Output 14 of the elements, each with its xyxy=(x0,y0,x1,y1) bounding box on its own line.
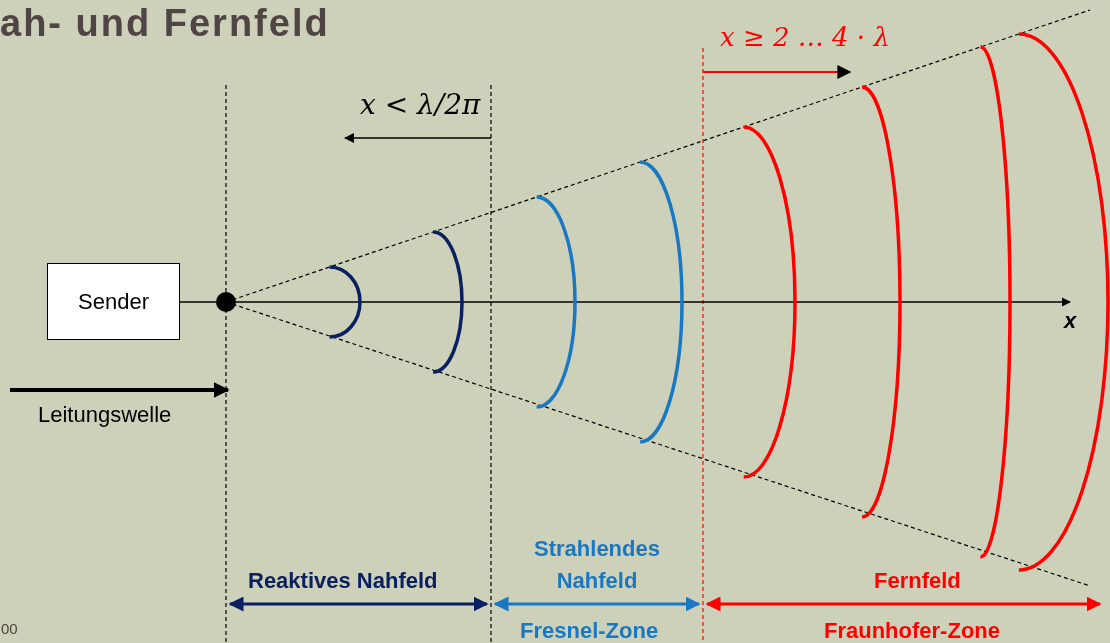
axis-label: x xyxy=(1064,308,1077,334)
zone-label: Fresnel-Zone xyxy=(520,618,659,643)
page-number: 00 xyxy=(1,620,18,637)
zone-label: Reaktives Nahfeld xyxy=(248,568,438,594)
source-dot xyxy=(216,292,236,312)
formula-label: x < λ/2π xyxy=(360,88,481,121)
zone-label: Fraunhofer-Zone xyxy=(824,618,1000,643)
arrow-label: Leitungswelle xyxy=(38,402,172,428)
zone-label: Fernfeld xyxy=(874,568,961,594)
formula-label: x ≥ 2 … 4 · λ xyxy=(720,22,890,52)
zone-label: Strahlendes Nahfeld xyxy=(533,535,661,595)
connector-line xyxy=(179,301,217,303)
title: ah- und Fernfeld xyxy=(0,2,330,45)
process-box: Sender xyxy=(47,263,180,340)
